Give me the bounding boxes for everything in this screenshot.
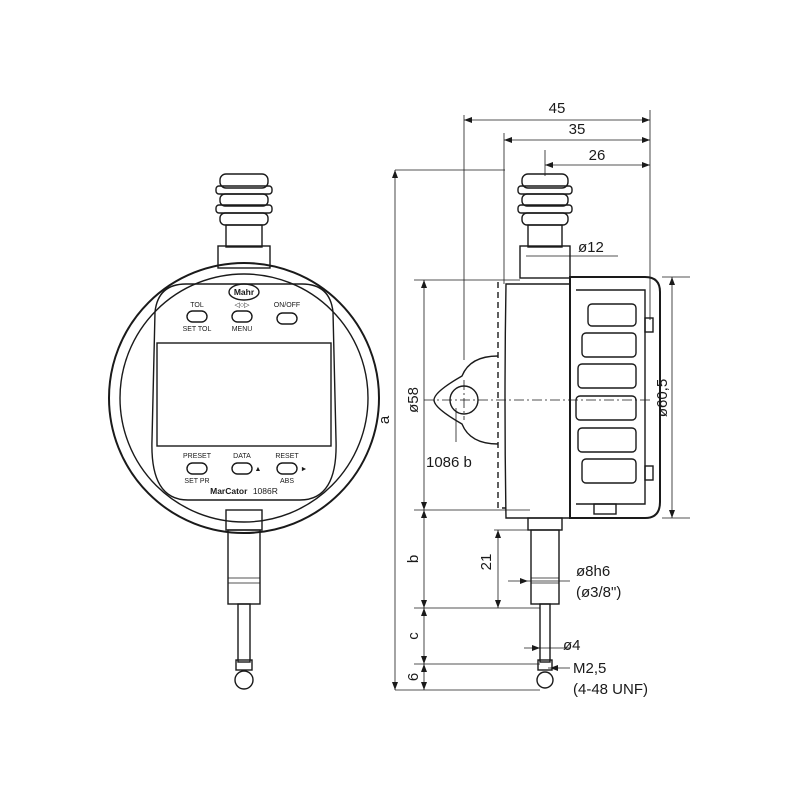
onoff-button[interactable] <box>276 312 298 325</box>
variant-label: 1086 b <box>426 454 472 471</box>
reset-arrow-icon: ► <box>301 466 308 473</box>
front-view: Mahr TOL SET TOL ◁○▷ MENU ON/OFF PRESET … <box>108 173 380 690</box>
dim-outer-diameter-label: ø60,5 <box>654 379 671 417</box>
menu-button[interactable] <box>231 310 253 323</box>
top-cap <box>215 173 273 269</box>
dim-plunger-diameter-label: ø4 <box>563 637 581 654</box>
menu-label: MENU <box>232 326 253 333</box>
dim-a-label: a <box>376 415 393 424</box>
lcd-display <box>156 342 332 447</box>
brand-logo: Mahr <box>228 283 260 301</box>
outer-bezel <box>108 262 380 534</box>
dim-stem-diameter-imperial-label: (ø3/8") <box>576 584 621 601</box>
dim-35-label: 35 <box>569 121 586 138</box>
dim-c-label: c <box>405 632 422 640</box>
face-panel <box>151 283 337 501</box>
model-brand: MarCator <box>210 486 248 496</box>
tol-button-label: TOL <box>190 302 204 309</box>
dim-21-label: 21 <box>478 554 495 571</box>
dim-45-label: 45 <box>549 100 566 117</box>
dim-cap-diameter-label: ø12 <box>578 239 604 256</box>
tol-button[interactable] <box>186 310 208 323</box>
menu-arrows-label: ◁○▷ <box>235 302 251 309</box>
dim-inner-diameter-label: ø58 <box>405 387 422 413</box>
inner-bezel <box>119 273 369 523</box>
dim-stem-diameter-label: ø8h6 <box>576 563 610 580</box>
data-label: DATA <box>233 453 251 460</box>
reset-button[interactable] <box>276 462 298 475</box>
side-stem <box>527 517 563 689</box>
onoff-label: ON/OFF <box>274 302 300 309</box>
set-pr-label: SET PR <box>184 478 209 485</box>
dim-26-label: 26 <box>589 147 606 164</box>
dimension-arrows <box>392 117 675 690</box>
data-button[interactable] <box>231 462 253 475</box>
dim-thread-metric-label: M2,5 <box>573 660 606 677</box>
brand-logo-text: Mahr <box>234 287 255 297</box>
side-view: 45 35 26 ø12 a ø58 ø60,5 b c 6 21 ø8h6 (… <box>376 100 690 698</box>
dim-b-label: b <box>405 555 422 563</box>
dim-6-label: 6 <box>405 673 422 681</box>
preset-label: PRESET <box>183 453 212 460</box>
dimension-lines <box>394 110 690 691</box>
abs-label: ABS <box>280 478 294 485</box>
data-arrow-label: ▲ <box>255 466 262 473</box>
set-tol-label: SET TOL <box>183 326 212 333</box>
stem <box>225 509 263 690</box>
preset-button[interactable] <box>186 462 208 475</box>
dim-thread-imperial-label: (4-48 UNF) <box>573 681 648 698</box>
side-body <box>504 276 661 519</box>
model-number: 1086R <box>253 486 278 496</box>
model-name: MarCator 1086R <box>210 486 278 496</box>
reset-label: RESET <box>275 453 299 460</box>
back-variant-outline <box>424 282 652 509</box>
side-cap <box>517 173 573 279</box>
